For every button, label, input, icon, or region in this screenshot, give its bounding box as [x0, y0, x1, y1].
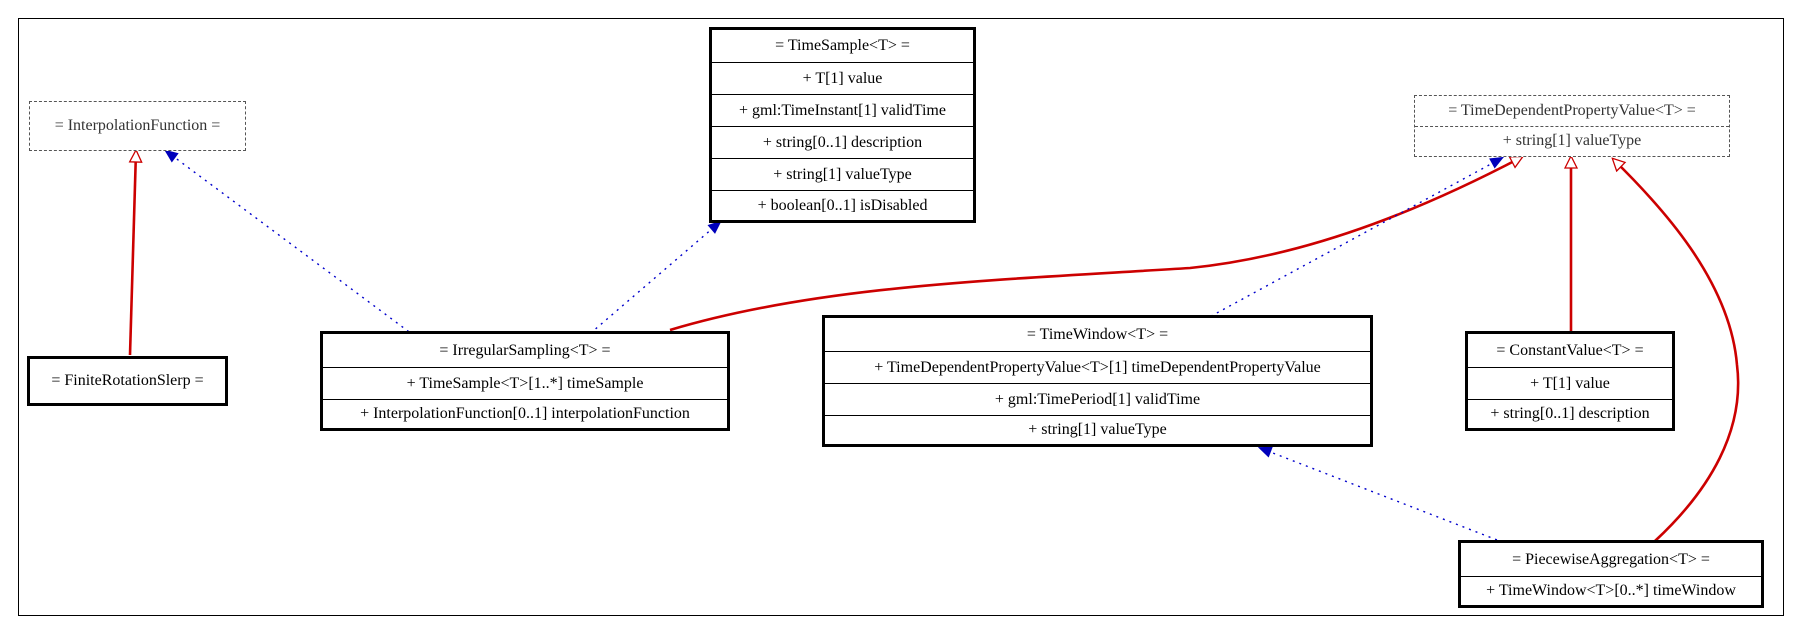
class-timesample-attribute: + T[1] value — [712, 62, 973, 94]
class-timewindow[interactable]: = TimeWindow<T> = + TimeDependentPropert… — [822, 315, 1373, 447]
class-timesample-attribute: + gml:TimeInstant[1] validTime — [712, 94, 973, 126]
edge-irregularsampling-to-timesample — [584, 222, 720, 339]
class-constantvalue[interactable]: = ConstantValue<T> = + T[1] value + stri… — [1465, 331, 1675, 431]
class-irregularsampling-attribute: + InterpolationFunction[0..1] interpolat… — [323, 399, 727, 428]
edge-finiterotationslerp-to-interpolationfunction — [130, 151, 136, 356]
edge-piecewiseaggregation-to-timewindow — [1260, 448, 1511, 546]
class-timedependentpropertyvalue-name: = TimeDependentPropertyValue<T> = — [1448, 102, 1696, 119]
class-timesample[interactable]: = TimeSample<T> = + T[1] value + gml:Tim… — [709, 27, 976, 223]
class-interpolationfunction[interactable]: = InterpolationFunction = — [29, 101, 246, 151]
class-timesample-attribute: + boolean[0..1] isDisabled — [712, 190, 973, 220]
class-timedependentpropertyvalue[interactable]: = TimeDependentPropertyValue<T> = + stri… — [1414, 95, 1730, 157]
class-irregularsampling-name: = IrregularSampling<T> = — [439, 341, 611, 359]
class-finiterotationslerp-name: = FiniteRotationSlerp = — [51, 372, 204, 389]
class-timedependentpropertyvalue-attribute: + string[1] valueType — [1415, 126, 1729, 155]
edge-piecewiseaggregation-to-timedependentpropertyvalue — [1613, 159, 1740, 542]
class-timewindow-attribute: + TimeDependentPropertyValue<T>[1] timeD… — [825, 351, 1370, 383]
class-finiterotationslerp[interactable]: = FiniteRotationSlerp = — [27, 356, 228, 406]
class-irregularsampling[interactable]: = IrregularSampling<T> = + TimeSample<T>… — [320, 331, 730, 431]
class-timesample-attribute: + string[0..1] description — [712, 126, 973, 158]
edge-irregularsampling-to-interpolationfunction — [166, 151, 421, 341]
edge-irregularsampling-to-timedependentpropertyvalue — [669, 155, 1522, 332]
class-piecewiseaggregation-name: = PiecewiseAggregation<T> = — [1512, 550, 1710, 568]
class-timewindow-attribute: + string[1] valueType — [825, 415, 1370, 444]
class-constantvalue-attribute: + T[1] value — [1468, 367, 1672, 399]
diagram-frame — [18, 18, 1784, 616]
class-timewindow-attribute: + gml:TimePeriod[1] validTime — [825, 383, 1370, 415]
class-timesample-name: = TimeSample<T> = — [775, 37, 910, 54]
class-piecewiseaggregation[interactable]: = PiecewiseAggregation<T> = + TimeWindow… — [1458, 540, 1764, 608]
class-constantvalue-name: = ConstantValue<T> = — [1496, 341, 1644, 359]
class-irregularsampling-attribute: + TimeSample<T>[1..*] timeSample — [323, 367, 727, 399]
class-interpolationfunction-name: = InterpolationFunction = — [54, 116, 221, 134]
class-timewindow-name: = TimeWindow<T> = — [1026, 325, 1169, 343]
class-constantvalue-attribute: + string[0..1] description — [1468, 399, 1672, 428]
class-piecewiseaggregation-attribute: + TimeWindow<T>[0..*] timeWindow — [1461, 576, 1761, 605]
class-timesample-attribute: + string[1] valueType — [712, 158, 973, 190]
edge-timewindow-to-timedependentpropertyvalue — [1179, 158, 1502, 334]
